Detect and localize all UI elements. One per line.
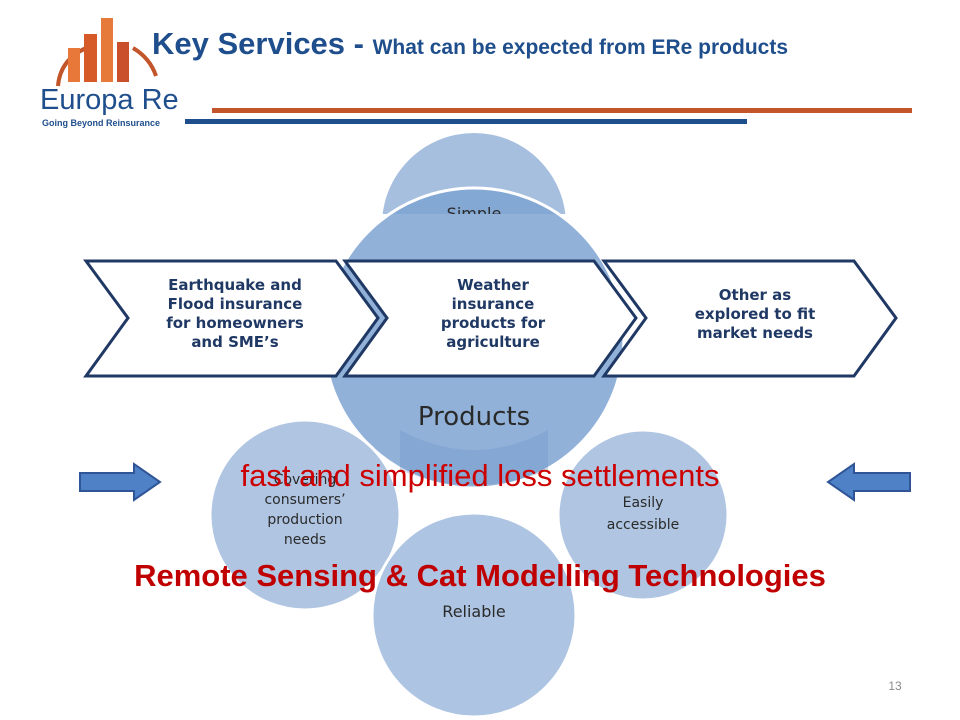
chevron-line: market needs (697, 324, 813, 342)
right-circle-label: Easily accessible (583, 492, 703, 536)
top-circle-label: Simple (446, 204, 502, 214)
right-circle-line: accessible (606, 517, 680, 533)
page-title: Key Services - What can be expected from… (152, 26, 952, 62)
header-rule-blue (185, 119, 747, 124)
chevron-line: insurance (451, 295, 535, 313)
chevron-line: and SME’s (191, 333, 279, 351)
europa-re-logo: Europa Re Going Beyond Reinsurance (38, 14, 188, 132)
left-circle-line: needs (283, 532, 327, 548)
chevron-line: Weather (457, 276, 529, 294)
chevron-1-text: Earthquake and Flood insurance for homeo… (140, 276, 330, 352)
logo-name: Europa Re (40, 84, 179, 116)
title-subtitle: What can be expected from ERe products (372, 36, 789, 59)
right-arrow-icon (79, 462, 162, 502)
chevron-3-text: Other as explored to fit market needs (660, 286, 850, 343)
chevron-line: Flood insurance (167, 295, 303, 313)
logo-bars-icon (56, 18, 158, 87)
right-circle (556, 428, 730, 602)
center-overlap-shade (400, 430, 548, 485)
left-circle-line: Covering (273, 472, 337, 488)
title-main: Key Services - (152, 26, 373, 61)
center-circle-label: Products (417, 402, 531, 432)
left-circle (208, 418, 402, 612)
left-arrow-icon (826, 462, 911, 502)
chevron-2-shape (342, 259, 638, 378)
logo-tagline: Going Beyond Reinsurance (42, 118, 161, 128)
chevron-1-shape (83, 259, 380, 378)
left-circle-line: consumers’ (264, 492, 346, 508)
technologies-message: Remote Sensing & Cat Modelling Technolog… (134, 558, 826, 593)
page-number: 13 (888, 679, 902, 693)
header-rule-orange (212, 108, 912, 113)
chevron-line: agriculture (446, 333, 540, 351)
chevron-line: products for (440, 314, 546, 332)
left-circle-label: Covering consumers’ production needs (240, 470, 370, 550)
right-circle-line: Easily (622, 495, 664, 511)
left-circle-line: production (267, 512, 343, 528)
bottom-circle (370, 511, 578, 719)
chevron-2-text: Weather insurance products for agricultu… (398, 276, 588, 352)
chevron-3-shape (601, 259, 898, 378)
chevron-line: Other as (718, 286, 792, 304)
bottom-circle-label: Reliable (442, 602, 506, 621)
chevron-line: for homeowners (166, 314, 304, 332)
chevron-line: Earthquake and (168, 276, 302, 294)
loss-settlement-message: fast and simplified loss settlements (240, 458, 720, 493)
chevron-line: explored to fit (694, 305, 816, 323)
